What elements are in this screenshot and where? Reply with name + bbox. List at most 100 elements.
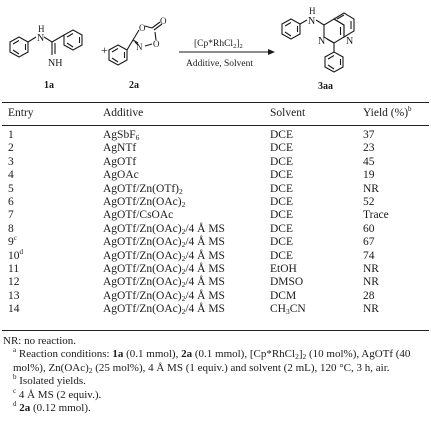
atom-o: O: [153, 39, 160, 49]
cell-yield: 74: [363, 249, 375, 262]
cell-solvent: DCE: [270, 209, 293, 222]
cell-additive: AgOAc: [103, 169, 139, 182]
cell-additive: AgOTf/Zn(OAc)2/4 Å MS: [103, 249, 225, 263]
atom-n: N: [318, 36, 325, 47]
table-row: 12 AgOTf/Zn(OAc)2/4 Å MS DMSO NR: [0, 276, 431, 289]
amidine-structure: [9, 29, 83, 58]
cell-additive: AgOTf/Zn(OAc)2/4 Å MS: [103, 303, 225, 317]
reaction-scheme: H N NH 1a + O O O N 2a [Cp*RhCl2]2 Addit…: [9, 6, 355, 92]
cell-entry: 6: [8, 195, 14, 208]
cell-yield: 67: [363, 236, 375, 249]
quinazoline-product-structure: [281, 12, 355, 73]
cell-entry: 14: [8, 303, 20, 316]
cell-yield: 19: [363, 169, 375, 182]
cell-entry: 8: [8, 222, 14, 235]
note-d: d 2a (0.12 mmol).: [13, 400, 91, 415]
table-row: 11 AgOTf/Zn(OAc)2/4 Å MS EtOH NR: [0, 263, 431, 276]
table-row: 4 AgOAc DCE 19: [0, 169, 431, 182]
label-2a: 2a: [129, 80, 139, 91]
label-1a: 1a: [44, 80, 54, 91]
cell-entry: 12: [8, 276, 20, 289]
table-row: 6 AgOTf/Zn(OAc)2 DCE 52: [0, 196, 431, 209]
header-additive: Additive: [103, 107, 144, 119]
atom-h: H: [38, 24, 45, 34]
cell-solvent: DCE: [270, 195, 293, 208]
cell-solvent: DCE: [270, 222, 293, 235]
header-yield: Yield (%)b: [363, 105, 412, 120]
cell-solvent: DCE: [270, 249, 293, 262]
cell-yield: NR: [363, 262, 379, 275]
cell-additive: AgOTf/Zn(OAc)2/4 Å MS: [103, 222, 225, 236]
cell-solvent: DCE: [270, 236, 293, 249]
cell-entry: 4: [8, 169, 14, 182]
cell-yield: NR: [363, 276, 379, 289]
cell-additive: AgOTf/CsOAc: [103, 209, 174, 222]
cell-entry: 13: [8, 289, 20, 302]
table-row: 5 AgOTf/Zn(OTf)2 DCE NR: [0, 183, 431, 196]
atom-o: O: [139, 23, 146, 33]
label-3aa: 3aa: [318, 81, 333, 92]
cell-solvent: DMSO: [270, 276, 304, 289]
atom-n: N: [136, 42, 143, 52]
table-bottom-rule: [2, 330, 429, 331]
note-b: b Isolated yields.: [13, 373, 86, 388]
cell-additive: AgOTf/Zn(OAc)2/4 Å MS: [103, 262, 225, 276]
cell-entry: 9c: [8, 234, 17, 249]
cell-solvent: EtOH: [270, 262, 297, 275]
cell-solvent: DCM: [270, 289, 297, 302]
cell-additive: AgOTf: [103, 155, 137, 168]
cell-solvent: DCE: [270, 182, 293, 195]
cell-yield: 52: [363, 195, 375, 208]
dioxazolone-structure: [108, 21, 163, 66]
atom-n: N: [37, 33, 44, 44]
cell-entry: 10d: [8, 247, 23, 262]
cell-additive: AgSbF6: [103, 129, 140, 142]
header-entry: Entry: [8, 107, 34, 119]
atom-nh: NH: [48, 58, 62, 69]
cell-additive: AgOTf/Zn(OTf)2: [103, 182, 183, 196]
table-header: Entry Additive Solvent Yield (%)b: [0, 105, 431, 125]
table-top-rule: [2, 102, 429, 103]
table-header-rule: [2, 125, 429, 126]
conditions-label: Additive, Solvent: [186, 59, 253, 69]
table-footnotes: NR: no reaction.a Reaction conditions: 1…: [3, 335, 427, 415]
cell-solvent: DCE: [270, 129, 293, 141]
header-solvent: Solvent: [270, 107, 306, 119]
cell-additive: AgNTf: [103, 142, 137, 155]
arrow-head: [268, 49, 275, 55]
table-row: 9c AgOTf/Zn(OAc)2/4 Å MS DCE 67: [0, 234, 431, 250]
cell-yield: 28: [363, 289, 375, 302]
table-row: 10d AgOTf/Zn(OAc)2/4 Å MS DCE 74: [0, 247, 431, 263]
atom-n: N: [346, 36, 353, 47]
catalyst-label: [Cp*RhCl2]2: [194, 39, 243, 50]
cell-additive: AgOTf/Zn(OAc)2/4 Å MS: [103, 289, 225, 303]
cell-solvent: DCE: [270, 169, 293, 182]
cell-yield: Trace: [363, 209, 389, 222]
cell-additive: AgOTf/Zn(OAc)2/4 Å MS: [103, 276, 225, 290]
cell-yield: 45: [363, 155, 375, 168]
cell-additive: AgOTf/Zn(OAc)2: [103, 195, 186, 209]
note-c: c 4 Å MS (2 equiv.).: [13, 386, 102, 401]
cell-entry: 3: [8, 155, 14, 168]
table-row: 8 AgOTf/Zn(OAc)2/4 Å MS DCE 60: [0, 223, 431, 236]
cell-entry: 11: [8, 262, 20, 275]
cell-entry: 1: [8, 129, 14, 141]
note-nr: NR: no reaction.: [3, 335, 77, 347]
cell-yield: 23: [363, 142, 375, 155]
atom-o: O: [160, 16, 167, 26]
cell-yield: 60: [363, 222, 375, 235]
cell-entry: 5: [8, 182, 14, 195]
atom-h: H: [309, 6, 316, 16]
cell-yield: NR: [363, 182, 379, 195]
cell-additive: AgOTf/Zn(OAc)2/4 Å MS: [103, 236, 225, 250]
atom-n: N: [308, 16, 315, 27]
table-row: 13 AgOTf/Zn(OAc)2/4 Å MS DCM 28: [0, 290, 431, 303]
plus-sign: +: [101, 43, 108, 57]
note-a: a Reaction conditions: 1a (0.1 mmol), 2a…: [13, 346, 411, 375]
